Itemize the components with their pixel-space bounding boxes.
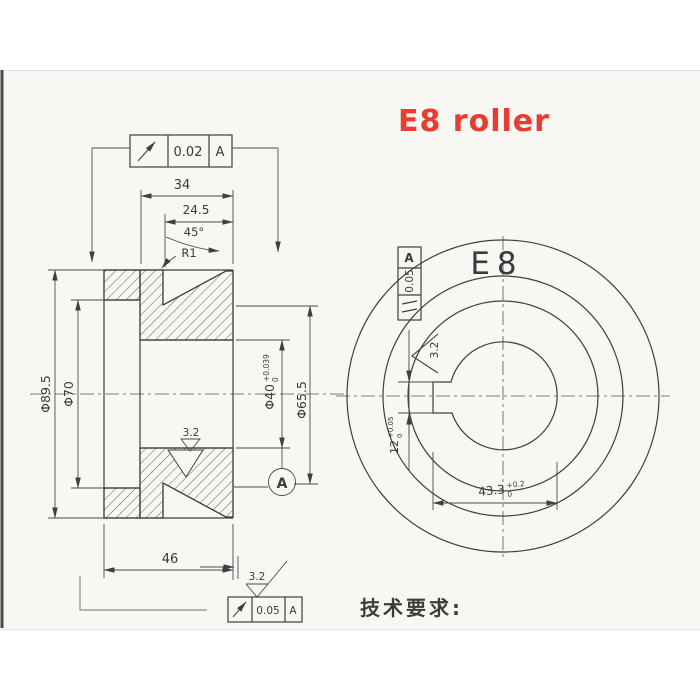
face-runout-leader [200, 556, 288, 598]
parallelism-value-text: 0.05 [404, 269, 416, 292]
dim-recess-text: Φ70 [61, 381, 76, 407]
dimension-46 [103, 524, 234, 580]
angle-45-arc [165, 236, 220, 253]
dim-12-text: 12 +0.05 0 [387, 417, 404, 454]
datum-a-text: A [277, 476, 288, 492]
runout-datum-bottom: A [289, 605, 297, 617]
runout-frame-top-leaders [89, 147, 281, 263]
parallelism-datum-text: A [404, 251, 414, 265]
front-view-texts: E8 3.2 43.3 +0.2 0 12 +0.05 0 [387, 246, 526, 499]
r1-leader [161, 255, 177, 269]
svg-text:+0.039: +0.039 [262, 354, 271, 382]
section-view [30, 269, 345, 519]
runout-datum-top: A [216, 145, 225, 160]
tolerance-frame-top: 0.02 A [129, 134, 233, 168]
dim-34-text: 34 [174, 178, 191, 193]
runout-arrow-icon [137, 141, 156, 162]
section-dimensions [48, 147, 318, 598]
red-title-label: E8 roller [398, 104, 550, 139]
svg-text:Φ40: Φ40 [262, 384, 277, 410]
runout-arrow-icon [232, 601, 247, 618]
groove-label-e8: E8 [470, 246, 523, 282]
keyway-notch-section [167, 449, 204, 478]
bore-with-keyway [432, 341, 558, 451]
bore-finish-text: 3.2 [183, 427, 200, 439]
dim-46-text: 46 [162, 552, 179, 567]
dim-bore-text: Φ40 +0.039 0 [262, 354, 280, 410]
front-view [336, 236, 670, 560]
dimension-34 [140, 190, 234, 264]
parallelism-frame: A 0.05 [397, 246, 422, 321]
technical-requirements-text: 技术要求: [360, 596, 463, 620]
dimension-od-89-5 [48, 269, 104, 519]
keyway-finish-text: 3.2 [429, 342, 441, 359]
runout-value-top: 0.02 [174, 145, 203, 160]
section-dim-texts: 34 24.5 45° R1 46 3.2 3.2 A Φ89.5 Φ70 Φ6… [38, 178, 309, 583]
dimension-bore-40 [236, 339, 290, 449]
scan-paper-area [0, 70, 700, 630]
recess-circle [407, 300, 599, 492]
svg-text:12: 12 [388, 440, 401, 454]
dimension-recess-70 [71, 299, 104, 489]
face-finish-symbol [245, 560, 288, 598]
dimension-43-3 [432, 452, 558, 510]
dim-groove-text: Φ65.5 [294, 381, 309, 419]
svg-text:0: 0 [271, 377, 280, 382]
svg-text:+0.2: +0.2 [506, 479, 525, 490]
section-outline [103, 269, 234, 519]
dim-r1-text: R1 [181, 246, 196, 260]
runout-value-bottom: 0.05 [256, 605, 279, 617]
section-hatch [103, 269, 234, 519]
scan-edge-artifacts [0, 70, 207, 628]
svg-text:0: 0 [507, 489, 513, 498]
dimension-12 [398, 330, 433, 470]
parallelism-icon [401, 300, 418, 305]
svg-text:0: 0 [396, 434, 404, 438]
dimension-groove-65-5 [234, 305, 318, 488]
dim-od-text: Φ89.5 [38, 375, 53, 413]
face-finish-text: 3.2 [249, 571, 266, 583]
svg-text:+0.05: +0.05 [387, 417, 395, 438]
dim-24-5-text: 24.5 [183, 203, 210, 217]
bore-finish-symbol [180, 438, 201, 452]
tolerance-frame-bottom: 0.05 A [227, 596, 303, 623]
od-circle [382, 275, 624, 517]
svg-text:43.3: 43.3 [478, 482, 506, 499]
dim-45deg-text: 45° [184, 225, 204, 239]
datum-a-circle [268, 468, 296, 496]
outer-circle [346, 239, 660, 553]
dim-43-3-text: 43.3 +0.2 0 [478, 479, 526, 499]
keyway-finish-symbol [411, 333, 439, 374]
